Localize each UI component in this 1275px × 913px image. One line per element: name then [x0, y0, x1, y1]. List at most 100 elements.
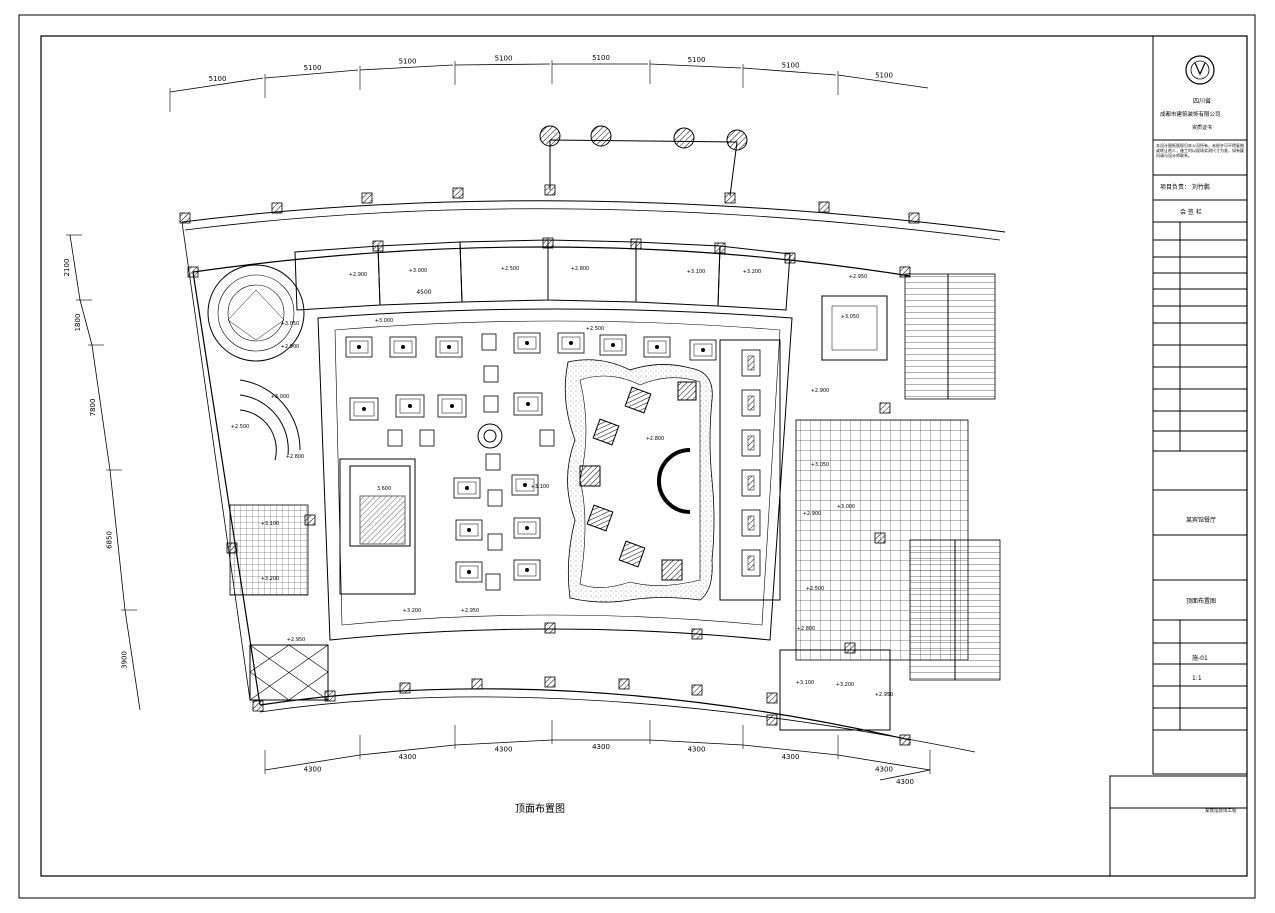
dimension-label: 1800	[74, 314, 82, 332]
room-dimension-label: 4500	[416, 289, 431, 296]
level-label: +3.100	[531, 484, 550, 490]
tb-scale: 1:1	[1192, 675, 1202, 682]
column-marker	[324, 690, 336, 702]
dimension-label: 4300	[592, 743, 610, 751]
column-marker	[187, 266, 199, 278]
west-wing	[207, 264, 416, 701]
column-marker	[766, 714, 778, 726]
level-label: +2.950	[461, 608, 480, 614]
tb-drawing-name: 顶面布置图	[1186, 598, 1217, 605]
level-label: +2.500	[806, 586, 825, 592]
level-label: +3.200	[743, 269, 762, 275]
title-block	[1109, 35, 1248, 877]
dimension-label: 4300	[304, 766, 322, 774]
dimension-label: 2100	[63, 259, 71, 277]
dimension-label: 4300	[399, 753, 417, 761]
column-marker	[544, 622, 556, 634]
dimension-label: 3900	[121, 651, 129, 669]
column-marker	[271, 202, 283, 214]
dimension-label: 4300	[782, 753, 800, 761]
dimension-label: 5100	[209, 75, 227, 83]
column-marker	[691, 684, 703, 696]
column-marker	[724, 192, 736, 204]
structural-columns	[179, 184, 920, 746]
dimension-label: 4300	[495, 746, 513, 754]
level-label: +3.200	[261, 576, 280, 582]
column-marker	[899, 734, 911, 746]
level-label: +3.050	[811, 462, 830, 468]
level-label: +2.800	[646, 436, 665, 442]
dimension-label: 5100	[875, 72, 893, 80]
level-label: +2.800	[286, 454, 305, 460]
private-rooms-north	[294, 239, 791, 311]
level-label: +2.900	[281, 344, 300, 350]
level-label: +2.800	[571, 266, 590, 272]
dimension-label: 5100	[495, 55, 513, 63]
left-dimension-chain: 2100 1800 7800 6850 3900	[63, 234, 141, 711]
dimension-label: 5100	[304, 64, 322, 72]
column-marker	[544, 676, 556, 688]
tb-company-line2: 成都市建筑装饰有限公司	[1160, 112, 1221, 118]
outer-walls	[181, 200, 1006, 753]
level-label: +3.000	[271, 394, 290, 400]
dimension-label: 6850	[106, 531, 114, 549]
level-label: +3.100	[687, 269, 706, 275]
column-marker	[879, 402, 891, 414]
column-marker	[252, 700, 264, 712]
level-label: +3.200	[836, 682, 855, 688]
level-label: +3.050	[841, 314, 860, 320]
column-marker	[179, 212, 191, 224]
tb-footer: 某宾馆装饰工程	[1205, 809, 1237, 814]
level-label: +3.050	[281, 321, 300, 327]
dimension-label: 5100	[782, 62, 800, 70]
main-hall	[317, 308, 793, 641]
level-label: +3.100	[796, 680, 815, 686]
tb-cert: 资质证书	[1192, 125, 1213, 131]
dimension-label: 7800	[89, 399, 97, 417]
column-marker	[361, 192, 373, 204]
tb-sheet-no: 施-01	[1192, 655, 1208, 662]
east-wing	[719, 273, 1001, 731]
tb-company-line1: 四川省	[1193, 98, 1212, 105]
dimension-label: 4300	[875, 766, 893, 774]
level-label: +3.200	[403, 608, 422, 614]
level-annotations: +2.900 +3.000 +2.500 +2.800 +3.100 +3.200 +2.9…	[231, 266, 894, 698]
tb-project-name: 某宾馆餐厅	[1186, 517, 1217, 524]
sheet-outer-border	[18, 14, 1256, 899]
column-marker	[452, 187, 464, 199]
level-label: +2.950	[849, 274, 868, 280]
dimension-label: 5100	[592, 54, 610, 62]
entrance-columns	[539, 125, 748, 197]
tb-project-manager: 项目负责： 刘竹鹏	[1160, 184, 1210, 191]
column-marker	[818, 201, 830, 213]
level-label: +2.800	[797, 626, 816, 632]
drawing-title: 顶面布置图	[515, 804, 565, 815]
column-marker	[908, 212, 920, 224]
dimension-label: 5100	[688, 56, 706, 64]
level-label: +2.900	[349, 272, 368, 278]
tb-note: 本设计图纸版权归本公司所有，未经许可不得复制或转让他人，施工时以现场实测尺寸为准…	[1156, 143, 1244, 158]
room-dimension-label: 3.600	[377, 486, 391, 492]
level-label: +2.950	[287, 637, 306, 643]
level-label: +2.500	[231, 424, 250, 430]
level-label: +2.900	[803, 511, 822, 517]
dimension-label: 4300	[688, 746, 706, 754]
company-logo-icon	[1185, 55, 1215, 85]
level-label: +3.100	[261, 521, 280, 527]
column-marker	[471, 678, 483, 690]
level-label: +3.000	[837, 504, 856, 510]
column-marker	[618, 678, 630, 690]
level-label: +2.900	[811, 388, 830, 394]
column-marker	[399, 682, 411, 694]
level-label: +3.000	[409, 268, 428, 274]
top-dimension-chain: 5100 5100 5100 5100 5100 5100 5100 5100	[169, 54, 929, 112]
level-label: +2.500	[501, 266, 520, 272]
dimension-label: 5100	[399, 58, 417, 66]
tb-roles-header: 会 签 栏	[1180, 209, 1202, 216]
column-marker	[544, 184, 556, 196]
dimension-label: 4300	[896, 778, 914, 786]
level-label: +2.500	[586, 326, 605, 332]
column-marker	[766, 692, 778, 704]
